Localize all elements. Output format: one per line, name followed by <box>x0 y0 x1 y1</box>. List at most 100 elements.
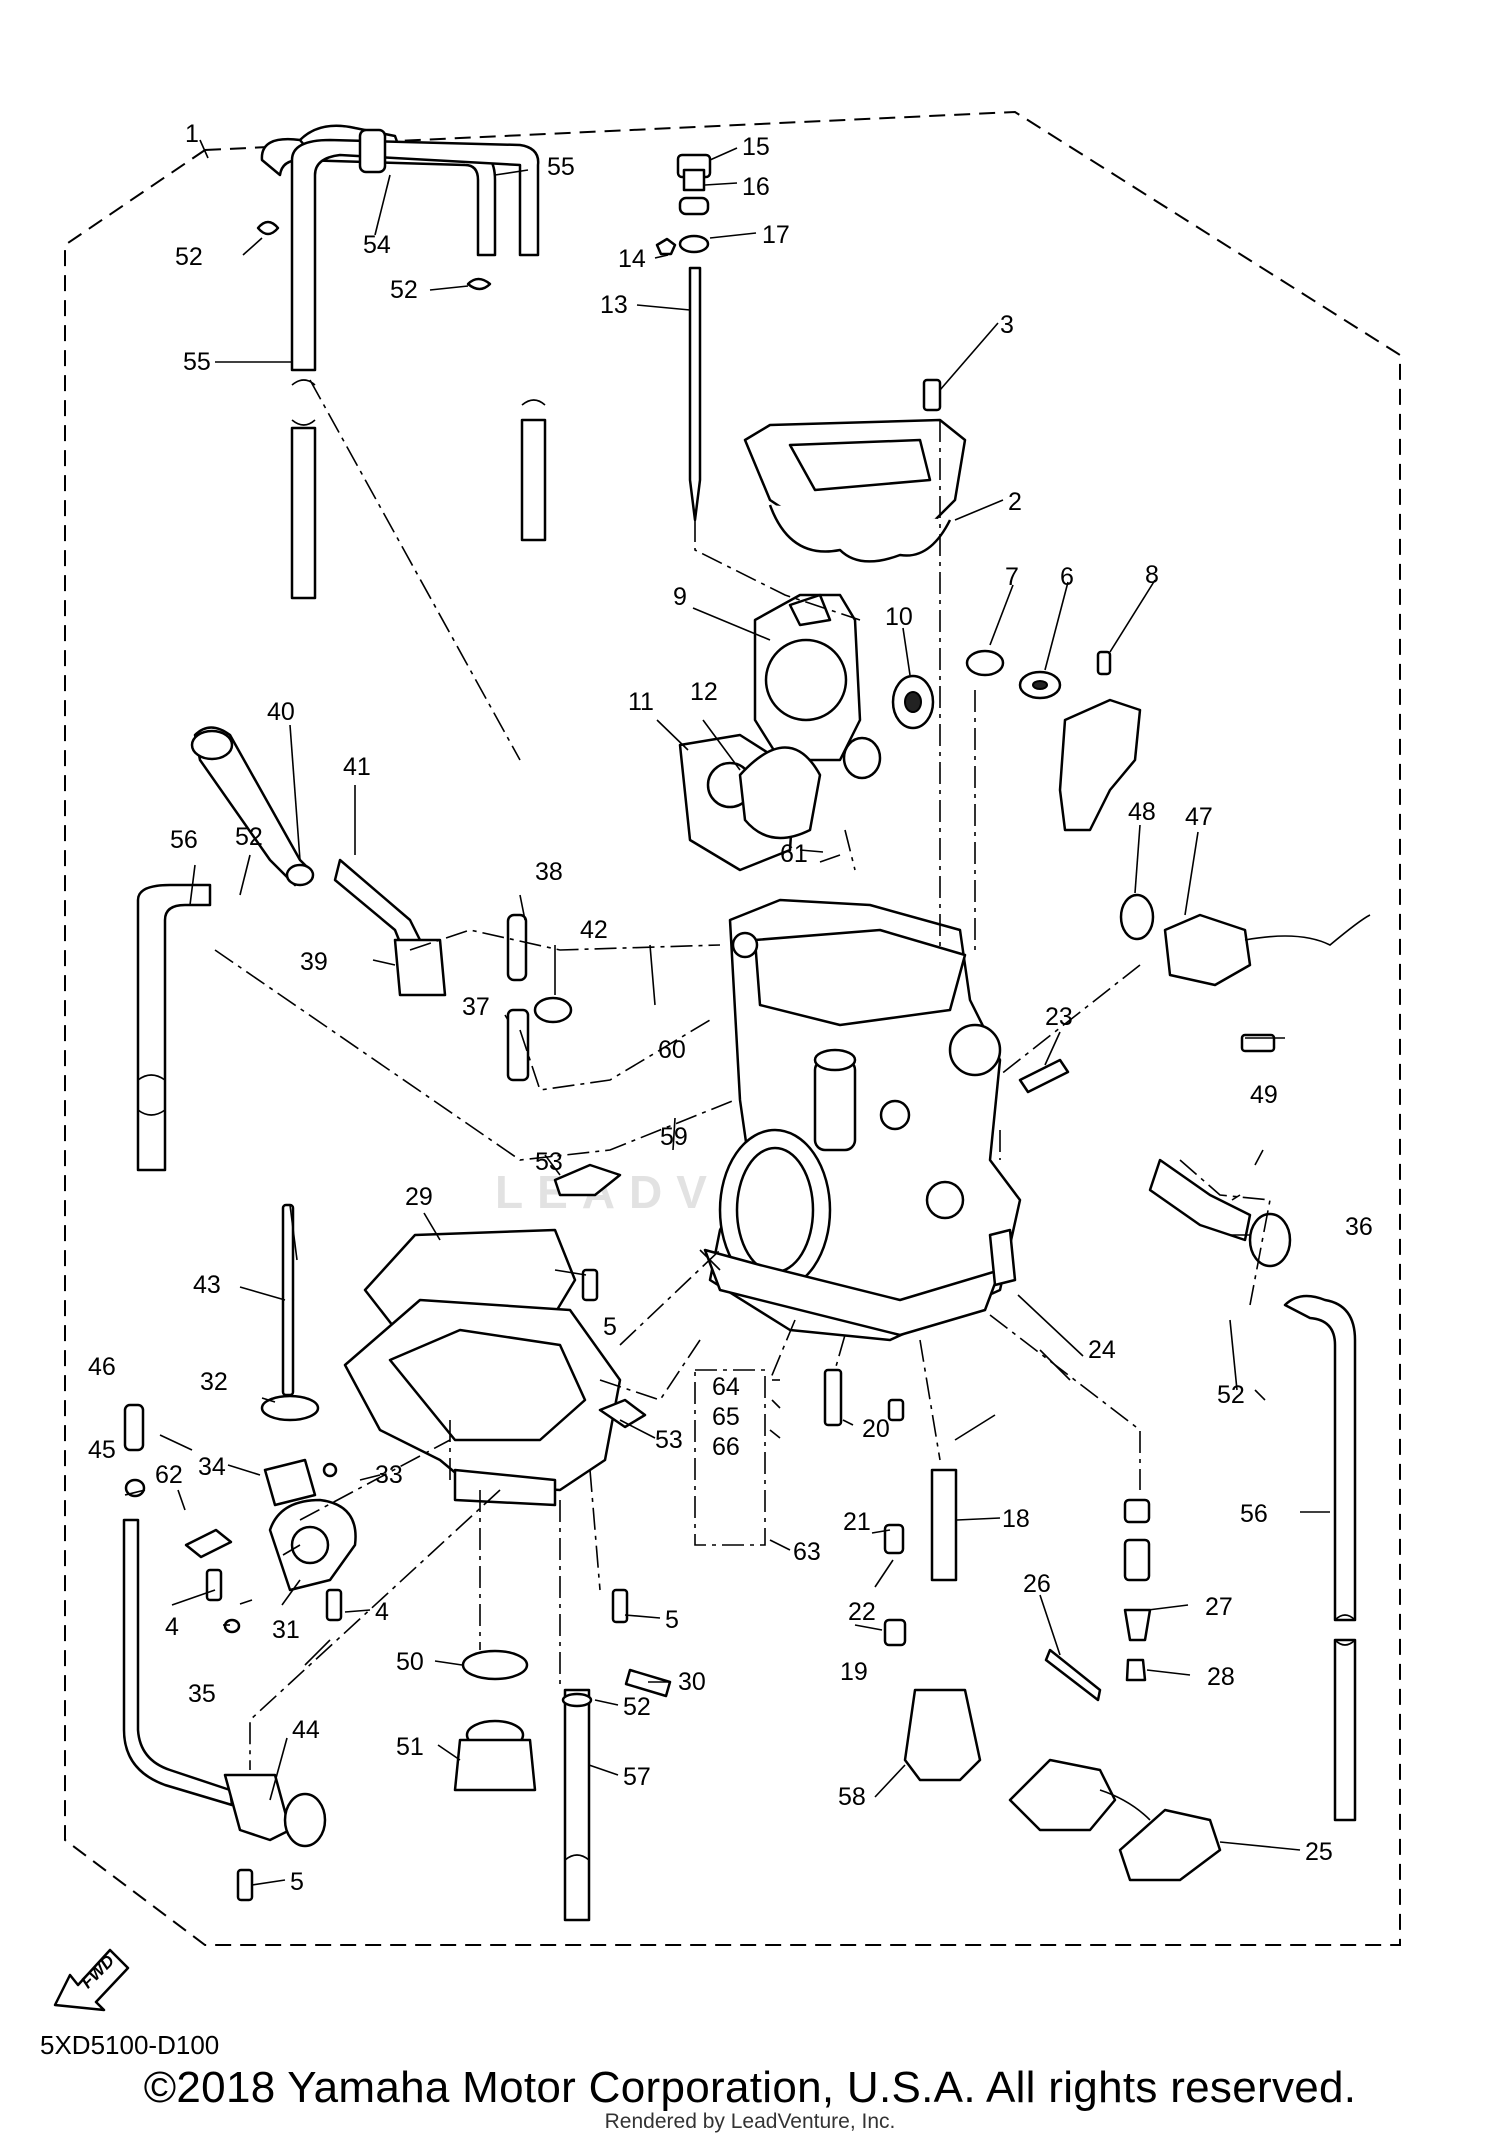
callout-29: 29 <box>405 1183 433 1211</box>
connector-line <box>589 1469 601 1591</box>
callout-30: 30 <box>678 1668 706 1696</box>
callout-35: 35 <box>188 1680 216 1708</box>
rendered-by-notice: Rendered by LeadVenture, Inc. <box>604 2110 896 2133</box>
callout-66: 66 <box>712 1433 740 1461</box>
carburetor-body <box>703 898 1022 1342</box>
callout-23: 23 <box>1045 1003 1073 1031</box>
callout-52: 52 <box>235 823 263 851</box>
callout-20: 20 <box>862 1415 890 1443</box>
connector-line <box>844 829 856 871</box>
callout-61: 61 <box>780 840 808 868</box>
callout-1: 1 <box>185 120 199 148</box>
leader-lines <box>124 139 1330 1886</box>
callout-45: 45 <box>88 1436 116 1464</box>
callout-49: 49 <box>1250 1081 1278 1109</box>
connector-line <box>694 520 861 621</box>
callout-10: 10 <box>885 603 913 631</box>
pump-assembly <box>823 1368 1222 1882</box>
callout-31: 31 <box>272 1616 300 1644</box>
drain-assembly <box>453 1649 593 1922</box>
callout-56: 56 <box>170 826 198 854</box>
breather-hose-assembly <box>260 124 547 600</box>
callout-8: 8 <box>1145 561 1159 589</box>
connector-line <box>1179 1159 1271 1306</box>
callout-16: 16 <box>742 173 770 201</box>
main-jet-assembly <box>122 1203 327 1902</box>
callout-54: 54 <box>363 231 391 259</box>
callout-39: 39 <box>300 948 328 976</box>
callout-5: 5 <box>290 1868 304 1896</box>
callout-55: 55 <box>547 153 575 181</box>
callout-64: 64 <box>712 1373 740 1401</box>
float-chamber <box>184 1163 672 1698</box>
connector-line <box>309 379 521 761</box>
connector-line <box>834 1334 846 1371</box>
callout-53: 53 <box>535 1148 563 1176</box>
callout-4: 4 <box>165 1613 179 1641</box>
callout-22: 22 <box>848 1598 876 1626</box>
callout-58: 58 <box>838 1783 866 1811</box>
callout-51: 51 <box>396 1733 424 1761</box>
callout-3: 3 <box>1000 311 1014 339</box>
callout-65: 65 <box>712 1403 740 1431</box>
callout-26: 26 <box>1023 1570 1051 1598</box>
callout-43: 43 <box>193 1271 221 1299</box>
callout-62: 62 <box>155 1461 183 1489</box>
connector-line <box>999 964 1141 1076</box>
callout-60: 60 <box>658 1036 686 1064</box>
right-side-parts <box>965 649 1371 1268</box>
connector-line <box>989 1314 1141 1490</box>
jet-needle-assembly <box>655 153 712 522</box>
connector-line <box>214 949 736 1161</box>
callout-57: 57 <box>623 1763 651 1791</box>
callout-28: 28 <box>1207 1663 1235 1691</box>
copyright-notice: ©2018 Yamaha Motor Corporation, U.S.A. A… <box>143 2063 1357 2112</box>
connector-line <box>299 1439 451 1521</box>
diagram-code: 5XD5100-D100 <box>40 2030 220 2060</box>
callout-37: 37 <box>462 993 490 1021</box>
callout-53: 53 <box>655 1426 683 1454</box>
callout-52: 52 <box>390 276 418 304</box>
connector-line <box>249 1489 501 1770</box>
top-cover <box>743 378 967 563</box>
callout-52: 52 <box>175 243 203 271</box>
pilot-jet-group-box <box>694 1369 766 1546</box>
connector-line <box>599 1339 701 1401</box>
callout-56: 56 <box>1240 1500 1268 1528</box>
callout-9: 9 <box>673 583 687 611</box>
callout-52: 52 <box>623 1693 651 1721</box>
callout-63: 63 <box>793 1538 821 1566</box>
callout-55: 55 <box>183 348 211 376</box>
callout-27: 27 <box>1205 1593 1233 1621</box>
connector-line <box>519 1019 711 1091</box>
callout-25: 25 <box>1305 1838 1333 1866</box>
callout-21: 21 <box>843 1508 871 1536</box>
callout-52: 52 <box>1217 1381 1245 1409</box>
throttle-valve-assembly <box>678 593 935 872</box>
connector-line <box>409 929 721 951</box>
callout-11: 11 <box>628 688 654 716</box>
callout-33: 33 <box>375 1461 403 1489</box>
callout-5: 5 <box>665 1606 679 1634</box>
connector-line <box>919 1339 941 1461</box>
fwd-direction-arrow: FWD <box>53 1948 130 2012</box>
callout-34: 34 <box>198 1453 226 1481</box>
callout-17: 17 <box>762 221 790 249</box>
callout-24: 24 <box>1088 1336 1116 1364</box>
callout-14: 14 <box>618 245 646 273</box>
callout-41: 41 <box>343 753 371 781</box>
callout-32: 32 <box>200 1368 228 1396</box>
assembly-boundary <box>64 110 1401 1946</box>
callout-38: 38 <box>535 858 563 886</box>
callout-59: 59 <box>660 1123 688 1151</box>
callout-4: 4 <box>375 1598 389 1626</box>
callout-19: 19 <box>840 1658 868 1686</box>
callout-48: 48 <box>1128 798 1156 826</box>
callout-46: 46 <box>88 1353 116 1381</box>
callout-44: 44 <box>292 1716 320 1744</box>
callout-12: 12 <box>690 678 718 706</box>
callout-47: 47 <box>1185 803 1213 831</box>
callout-2: 2 <box>1008 488 1022 516</box>
callout-50: 50 <box>396 1648 424 1676</box>
